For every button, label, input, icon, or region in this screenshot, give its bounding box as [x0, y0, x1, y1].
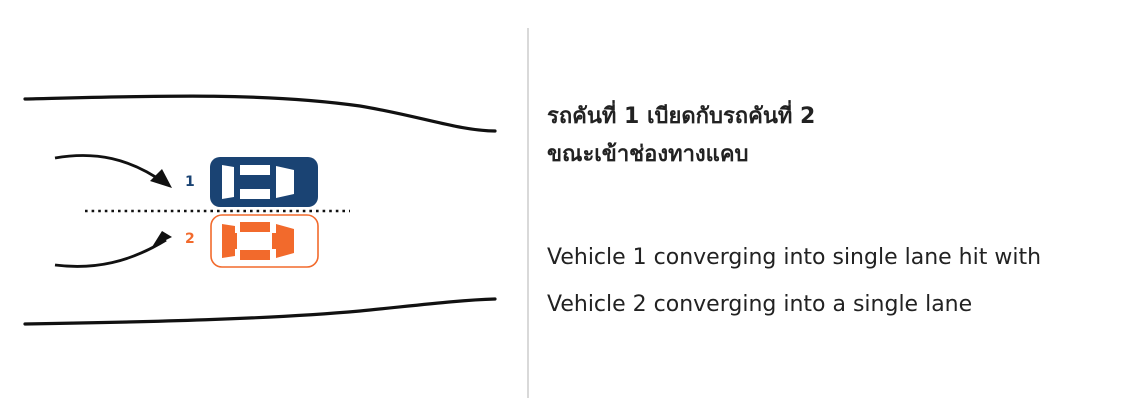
vehicle-2-car-icon — [210, 214, 319, 268]
vehicle-1-label: 1 — [185, 174, 195, 190]
arrow-vehicle-1-icon — [54, 154, 167, 186]
road-edge-top — [23, 94, 497, 133]
vehicle-2-label: 2 — [185, 231, 195, 247]
road-edge-bottom — [23, 297, 497, 326]
english-description-line-1: Vehicle 1 converging into single lane hi… — [547, 245, 1042, 270]
arrow-vehicle-2-icon — [54, 238, 167, 268]
description-panel: รถคันที่ 1 เบียดกับรถคันที่ 2 ขณะเข้าช่อ… — [547, 98, 1122, 328]
thai-description-line-1: รถคันที่ 1 เบียดกับรถคันที่ 2 — [547, 104, 816, 129]
thai-description-line-2: ขณะเข้าช่องทางแคบ — [547, 142, 749, 167]
collision-diagram: 1 2 — [23, 94, 497, 326]
english-description: Vehicle 1 converging into single lane hi… — [547, 234, 1122, 328]
vertical-divider — [527, 28, 529, 398]
vehicle-1-car-icon — [210, 157, 318, 207]
english-description-line-2: Vehicle 2 converging into a single lane — [547, 292, 973, 317]
